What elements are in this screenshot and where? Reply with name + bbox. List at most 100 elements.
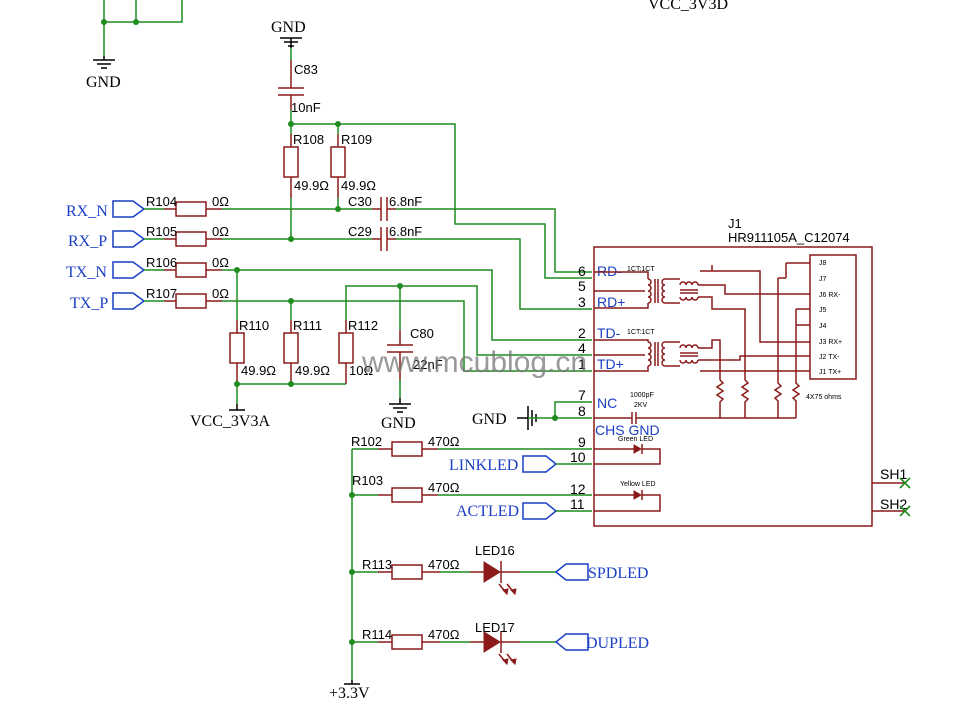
rj45-pin-j8: J8 bbox=[819, 260, 827, 267]
c29-value: 6.8nF bbox=[389, 224, 422, 239]
capacitor-c83: C83 10nF bbox=[278, 60, 321, 115]
j1-pin-10-num: 10 bbox=[570, 449, 586, 465]
c80-value: 22nF bbox=[413, 357, 443, 372]
capacitor-c29: C29 6.8nF bbox=[348, 224, 422, 251]
r107-value: 0Ω bbox=[212, 286, 229, 301]
net-dupled: DUPLED bbox=[554, 633, 649, 652]
j1-pin-2-name: TD- bbox=[597, 325, 621, 341]
r108-value: 49.9Ω bbox=[294, 178, 329, 193]
gnd-top-label: GND bbox=[271, 19, 306, 36]
r113-ref: R113 bbox=[362, 557, 392, 572]
v33-label: +3.3V bbox=[329, 685, 370, 702]
r110-value: 49.9Ω bbox=[241, 363, 276, 378]
r102-ref: R102 bbox=[351, 434, 382, 449]
led-led16: LED16 bbox=[470, 543, 520, 596]
j1-pin-7-name: NC bbox=[597, 395, 617, 411]
resistor-r107: R107 0Ω bbox=[146, 286, 229, 309]
resistor-r102: R102 470Ω bbox=[351, 434, 460, 457]
resistor-r108: R108 49.9Ω bbox=[283, 124, 329, 198]
j1-pin-6-name: RD- bbox=[597, 263, 622, 279]
j1-pin-5-num: 5 bbox=[578, 278, 586, 294]
r114-ref: R114 bbox=[362, 627, 392, 642]
capacitor-c30: C30 6.8nF bbox=[348, 194, 422, 221]
r109-value: 49.9Ω bbox=[341, 178, 376, 193]
vcc-3v3d-label: VCC_3V3D bbox=[648, 0, 728, 13]
j1-pin-12-num: 12 bbox=[570, 481, 586, 497]
net-rx-n: RX_N bbox=[66, 200, 164, 220]
r110-ref: R110 bbox=[239, 318, 269, 333]
chs-cap-value: 1000pF bbox=[630, 392, 654, 399]
actled-label: ACTLED bbox=[456, 503, 519, 520]
r108-ref: R108 bbox=[293, 132, 324, 147]
sh1-label: SH1 bbox=[880, 466, 907, 482]
gnd-top-group: GND bbox=[271, 19, 306, 60]
rj45-pin-j3: J3 RX+ bbox=[819, 339, 842, 346]
tx-p-label: TX_P bbox=[70, 295, 108, 312]
r107-ref: R107 bbox=[146, 286, 177, 301]
vcc-3v3a-label: VCC_3V3A bbox=[190, 413, 270, 430]
r103-value: 470Ω bbox=[428, 480, 460, 495]
led17-ref: LED17 bbox=[475, 620, 515, 635]
r106-ref: R106 bbox=[146, 255, 177, 270]
r114-value: 470Ω bbox=[428, 627, 460, 642]
term-label: 4X75 ohms bbox=[806, 394, 842, 401]
green-led-label: Green LED bbox=[618, 436, 653, 443]
j1-pin-3-num: 3 bbox=[578, 294, 586, 310]
rj45-pin-j6: J6 RX- bbox=[819, 292, 841, 299]
j1-part: HR911105A_C12074 bbox=[728, 230, 850, 245]
xfmr1-ratio: 1CT:1CT bbox=[627, 266, 655, 273]
gnd-left-label: GND bbox=[472, 411, 507, 428]
resistor-r114: R114 470Ω bbox=[362, 627, 460, 650]
gnd-mid-label: GND bbox=[381, 415, 416, 432]
r104-ref: R104 bbox=[146, 194, 177, 209]
chassis-cap: 1000pF 2KV bbox=[594, 392, 654, 424]
c30-value: 6.8nF bbox=[389, 194, 422, 209]
j1-pin-9-num: 9 bbox=[578, 434, 586, 450]
r103-ref: R103 bbox=[352, 473, 383, 488]
gnd-left-group: GND bbox=[472, 406, 558, 430]
led16-ref: LED16 bbox=[475, 543, 515, 558]
c83-ref: C83 bbox=[294, 62, 318, 77]
net-actled: ACTLED bbox=[456, 502, 592, 520]
j1-pin-2-num: 2 bbox=[578, 325, 586, 341]
rj45-pin-j4: J4 bbox=[819, 323, 827, 330]
net-linkled: LINKLED bbox=[449, 455, 592, 474]
rx-n-label: RX_N bbox=[66, 203, 108, 220]
r105-value: 0Ω bbox=[212, 224, 229, 239]
c83-value: 10nF bbox=[291, 100, 321, 115]
r113-value: 470Ω bbox=[428, 557, 460, 572]
rx-p-label: RX_P bbox=[68, 233, 107, 250]
resistor-r105: R105 0Ω bbox=[146, 224, 229, 247]
j1-pin-1-name: TD+ bbox=[597, 356, 624, 372]
j1-pin-4-num: 4 bbox=[578, 340, 586, 356]
j1-pin-11-num: 11 bbox=[570, 496, 585, 512]
termination-resistors: 4X75 ohms bbox=[636, 277, 842, 419]
tx-n-label: TX_N bbox=[66, 264, 107, 281]
c29-ref: C29 bbox=[348, 224, 372, 239]
net-rx-p: RX_P bbox=[68, 230, 164, 250]
net-tx-n: TX_N bbox=[66, 261, 164, 281]
resistor-r111: R111 49.9Ω bbox=[283, 318, 330, 384]
capacitor-c80: C80 22nF bbox=[387, 286, 443, 380]
r104-value: 0Ω bbox=[212, 194, 229, 209]
resistor-r106: R106 0Ω bbox=[146, 255, 229, 278]
dupled-label: DUPLED bbox=[586, 635, 649, 652]
rj45-pin-j7: J7 bbox=[819, 276, 827, 283]
yellow-led-label: Yellow LED bbox=[620, 481, 656, 488]
resistor-r110: R110 49.9Ω bbox=[229, 318, 276, 384]
r112-ref: R112 bbox=[348, 318, 378, 333]
rj45-pin-j2: J2 TX- bbox=[819, 354, 840, 361]
resistor-r104: R104 0Ω bbox=[146, 194, 229, 217]
j1-pin-3-name: RD+ bbox=[597, 294, 625, 310]
spdled-label: SPDLED bbox=[588, 565, 648, 582]
xfmr2-ratio: 1CT:1CT bbox=[627, 329, 655, 336]
r109-ref: R109 bbox=[341, 132, 372, 147]
r111-value: 49.9Ω bbox=[295, 363, 330, 378]
net-tx-p: TX_P bbox=[70, 292, 164, 312]
yellow-led: Yellow LED bbox=[594, 481, 661, 512]
j1-pin-7-num: 7 bbox=[578, 387, 586, 403]
rj45-pin-j1: J1 TX+ bbox=[819, 369, 841, 376]
j1-pin-8-num: 8 bbox=[578, 403, 586, 419]
c80-ref: C80 bbox=[410, 326, 434, 341]
